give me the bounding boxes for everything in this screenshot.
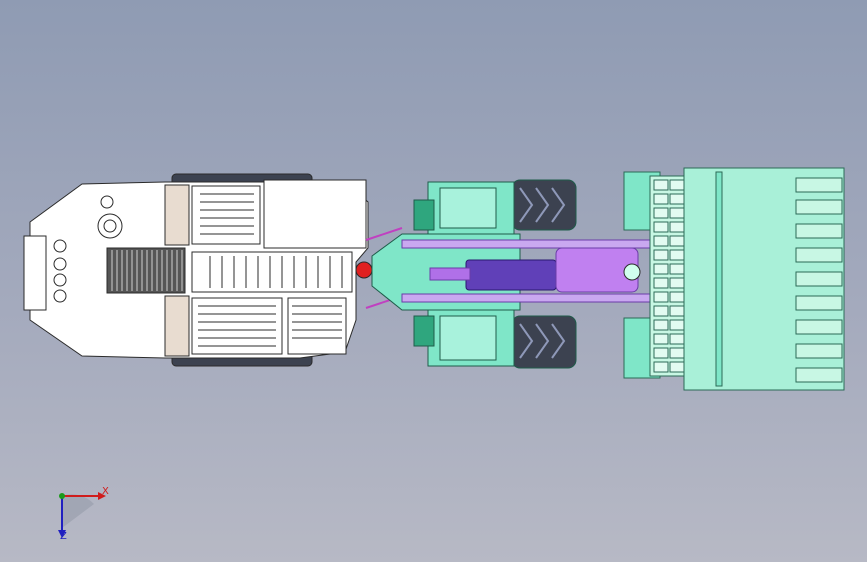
tire-treads — [519, 187, 566, 359]
front-right-tire — [511, 315, 577, 369]
rear-lamp-2 — [53, 257, 67, 271]
bucket-teeth — [795, 177, 843, 383]
deck-bottom — [191, 297, 347, 355]
deck-top — [191, 185, 261, 245]
mid-vents — [191, 251, 353, 293]
bucket-back-blocks — [653, 179, 685, 373]
cab-roof — [263, 179, 367, 249]
tilt-pivot — [623, 263, 641, 281]
coordinate-triad: X Z Y — [46, 484, 116, 554]
rear-frame — [23, 173, 369, 367]
rear-bumper — [23, 235, 47, 311]
engine-grille — [106, 247, 186, 294]
lift-cylinder-rod — [429, 267, 471, 281]
boom-arm-top — [401, 239, 653, 249]
boom-arm-bottom — [401, 293, 653, 303]
front-left-tire — [511, 179, 577, 231]
front-frame — [371, 179, 653, 369]
rear-lamp-3 — [53, 273, 67, 287]
left-step — [164, 184, 190, 246]
x-axis-label: X — [102, 486, 109, 497]
lift-cylinder-body — [465, 259, 557, 291]
steer-link-top — [365, 227, 403, 241]
rear-lamp-1 — [53, 239, 67, 253]
triad-graphic — [58, 492, 106, 538]
bucket — [623, 167, 845, 391]
articulation-pin — [355, 261, 373, 279]
filler-cap — [100, 195, 114, 209]
right-step — [164, 295, 190, 357]
z-axis-label: Z — [60, 531, 67, 542]
grille-slats — [111, 250, 183, 291]
exhaust-cap-inner — [103, 219, 117, 233]
rear-lamp-4 — [53, 289, 67, 303]
